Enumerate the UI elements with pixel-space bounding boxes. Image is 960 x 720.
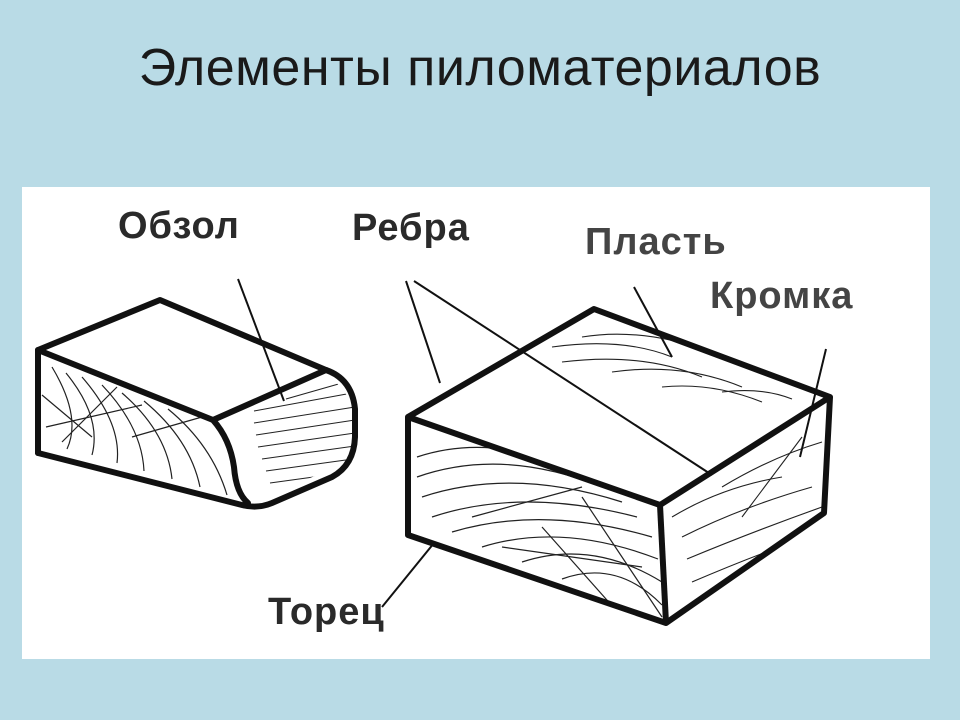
label-obzol: Обзол	[118, 205, 240, 247]
wane-grain	[253, 382, 355, 494]
leader-rebra-1	[405, 280, 441, 384]
kromka-grain	[671, 436, 823, 603]
rectangular-board	[405, 306, 833, 626]
leader-rebra-2	[413, 280, 713, 476]
lumber-diagram	[35, 278, 833, 626]
left-board-outline	[35, 297, 358, 510]
label-plast: Пласть	[585, 221, 727, 263]
diagram-panel: Обзол Ребра Пласть Кромка Торец	[22, 187, 930, 659]
leader-obzol	[237, 278, 285, 402]
label-kromka: Кромка	[710, 275, 854, 317]
board-with-wane	[35, 297, 358, 510]
leader-lines	[237, 278, 827, 608]
leader-plast	[633, 286, 673, 358]
leader-kromka	[799, 348, 827, 458]
leader-torets	[381, 542, 435, 608]
plast-grain	[551, 319, 793, 403]
right-board-outline	[405, 306, 833, 626]
label-rebra: Ребра	[352, 207, 470, 249]
slide-title: Элементы пиломатериалов	[138, 39, 822, 97]
torets-end-grain	[416, 446, 663, 618]
label-torets: Торец	[268, 591, 385, 633]
left-end-grain	[41, 366, 228, 496]
